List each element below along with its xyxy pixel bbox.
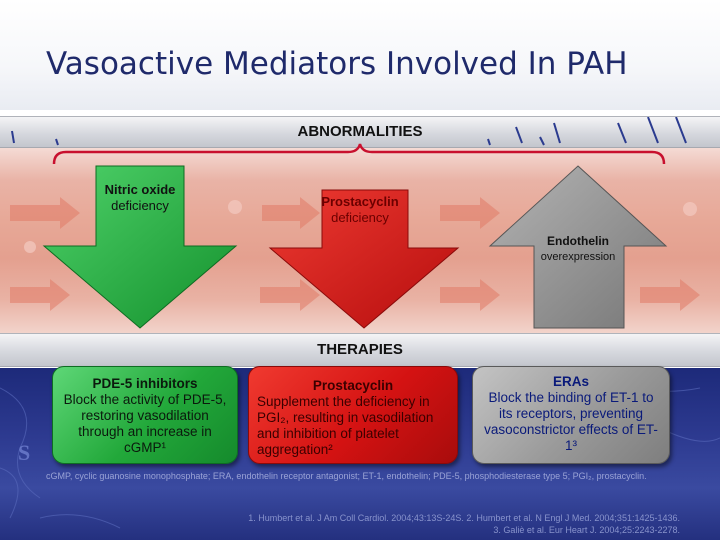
- therapy-box-prostacyclin: Prostacyclin Supplement the deficiency i…: [248, 366, 458, 464]
- nitric-oxide-name: Nitric oxide: [104, 182, 176, 197]
- tick-decoration: [11, 117, 687, 146]
- flow-arrow-icon: [640, 279, 700, 311]
- prostacyclin-detail: deficiency: [331, 210, 389, 225]
- title-background: [0, 0, 720, 110]
- prostacyclin-abnormality-label: Prostacyclin deficiency: [300, 194, 420, 226]
- blood-cell-icon: [683, 202, 697, 216]
- flow-arrow-icon: [440, 279, 500, 311]
- therapies-banner: THERAPIES: [0, 333, 720, 367]
- prostacyclin-down-arrow-icon: [268, 189, 460, 329]
- references: 1. Humbert et al. J Am Coll Cardiol. 200…: [160, 512, 680, 536]
- abbreviations-footnote: cGMP, cyclic guanosine monophosphate; ER…: [46, 471, 647, 481]
- therapy-description: Block the binding of ET-1 to its recepto…: [484, 390, 658, 453]
- therapies-label: THERAPIES: [317, 341, 403, 358]
- flow-arrow-icon: [440, 197, 500, 229]
- endothelin-up-arrow-icon: [488, 165, 668, 329]
- reference-line: 3. Galiè et al. Eur Heart J. 2004;25:224…: [493, 525, 680, 535]
- nitric-oxide-detail: deficiency: [111, 198, 169, 213]
- flow-arrow-icon: [10, 279, 70, 311]
- nitric-oxide-down-arrow-icon: [42, 165, 238, 329]
- therapy-box-pde5: PDE-5 inhibitors Block the activity of P…: [52, 366, 238, 464]
- slide-title: Vasoactive Mediators Involved In PAH: [46, 46, 628, 82]
- abnormalities-label: ABNORMALITIES: [297, 123, 423, 140]
- abnormality-arrows: [42, 165, 668, 329]
- flow-arrow-icon: [260, 279, 320, 311]
- therapy-box-eras: ERAs Block the binding of ET-1 to its re…: [472, 366, 670, 464]
- abnormalities-banner: ABNORMALITIES: [0, 116, 720, 148]
- blood-cell-icon: [24, 241, 36, 253]
- therapy-description: Block the activity of PDE-5, restoring v…: [63, 392, 227, 455]
- therapy-heading: ERAs: [552, 374, 589, 389]
- endothelin-label: Endothelin overexpression: [520, 233, 636, 265]
- abnormalities-bracket: [52, 143, 666, 165]
- endothelin-name: Endothelin: [547, 234, 609, 248]
- therapy-heading: PDE-5 inhibitors: [92, 376, 198, 391]
- therapy-description: Supplement the deficiency in PGI₂, resul…: [257, 394, 434, 457]
- endothelin-detail: overexpression: [540, 251, 616, 263]
- vessel-flow-arrows: [10, 197, 700, 311]
- reference-line: 1. Humbert et al. J Am Coll Cardiol. 200…: [248, 513, 680, 523]
- svg-text:S: S: [18, 440, 30, 465]
- nitric-oxide-label: Nitric oxide deficiency: [80, 182, 200, 214]
- blood-cell-icon: [228, 200, 242, 214]
- flow-arrow-icon: [10, 197, 80, 229]
- therapy-heading: Prostacyclin: [312, 378, 394, 393]
- prostacyclin-name: Prostacyclin: [321, 194, 399, 209]
- flow-arrow-icon: [262, 197, 320, 229]
